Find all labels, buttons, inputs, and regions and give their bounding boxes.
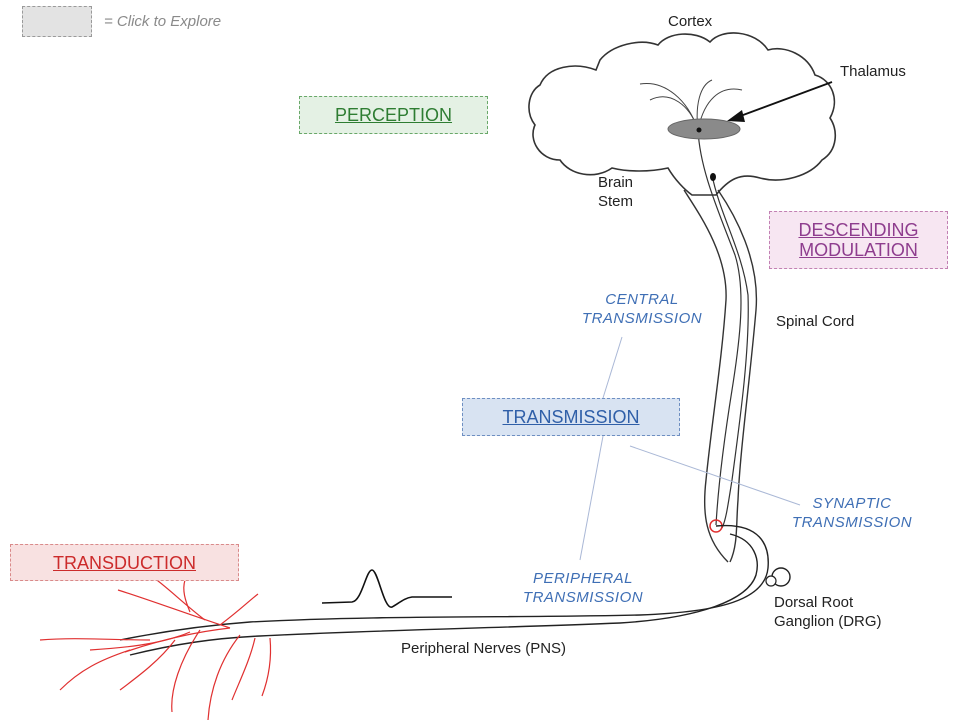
- central-line1: CENTRAL: [562, 290, 722, 309]
- brain-stem-label: Brain Stem: [598, 173, 633, 211]
- legend-text: = Click to Explore: [104, 13, 221, 30]
- synaptic-line1: SYNAPTIC: [772, 494, 932, 513]
- peripheral-line2: TRANSMISSION: [503, 588, 663, 607]
- drg-label: Dorsal Root Ganglion (DRG): [774, 593, 882, 631]
- drg-line1: Dorsal Root: [774, 593, 882, 612]
- descending-modulation-button[interactable]: DESCENDING MODULATION: [769, 211, 948, 269]
- central-pointer-line: [603, 337, 622, 398]
- descending-label-line1: DESCENDING: [798, 220, 918, 240]
- brain-stem-line1: Brain: [598, 173, 633, 192]
- perception-button[interactable]: PERCEPTION: [299, 96, 488, 134]
- legend-swatch: [22, 6, 92, 37]
- spinal-cord-label: Spinal Cord: [776, 312, 854, 331]
- cortex-outline: [529, 33, 835, 195]
- peripheral-nerve-upper: [120, 526, 768, 640]
- nerve-endings: [40, 575, 271, 720]
- peripheral-pointer-line: [580, 436, 603, 560]
- brainstem-dot: [710, 173, 716, 181]
- descending-label-line2: MODULATION: [799, 240, 918, 260]
- transduction-button[interactable]: TRANSDUCTION: [10, 544, 239, 581]
- transduction-label: TRANSDUCTION: [53, 553, 196, 573]
- spinal-cord-right-line: [718, 190, 756, 562]
- brain-stem-line2: Stem: [598, 192, 633, 211]
- transmission-label: TRANSMISSION: [502, 407, 639, 427]
- central-line2: TRANSMISSION: [562, 309, 722, 328]
- thalamus-dot: [697, 128, 702, 133]
- peripheral-line1: PERIPHERAL: [503, 569, 663, 588]
- descending-tract: [712, 175, 748, 528]
- thalamus-label: Thalamus: [840, 62, 906, 81]
- drg-line2: Ganglion (DRG): [774, 612, 882, 631]
- spinal-cord-left-line: [684, 190, 728, 562]
- pns-label: Peripheral Nerves (PNS): [401, 639, 566, 658]
- thalamus-shape: [668, 119, 740, 139]
- synaptic-transmission-label: SYNAPTIC TRANSMISSION: [772, 494, 932, 532]
- perception-label: PERCEPTION: [335, 105, 452, 125]
- transmission-button[interactable]: TRANSMISSION: [462, 398, 680, 436]
- central-transmission-label: CENTRAL TRANSMISSION: [562, 290, 722, 328]
- drg-ganglion-2: [766, 576, 776, 586]
- synaptic-line2: TRANSMISSION: [772, 513, 932, 532]
- peripheral-transmission-label: PERIPHERAL TRANSMISSION: [503, 569, 663, 607]
- cortex-label: Cortex: [668, 12, 712, 31]
- action-potential-waveform: [322, 570, 452, 607]
